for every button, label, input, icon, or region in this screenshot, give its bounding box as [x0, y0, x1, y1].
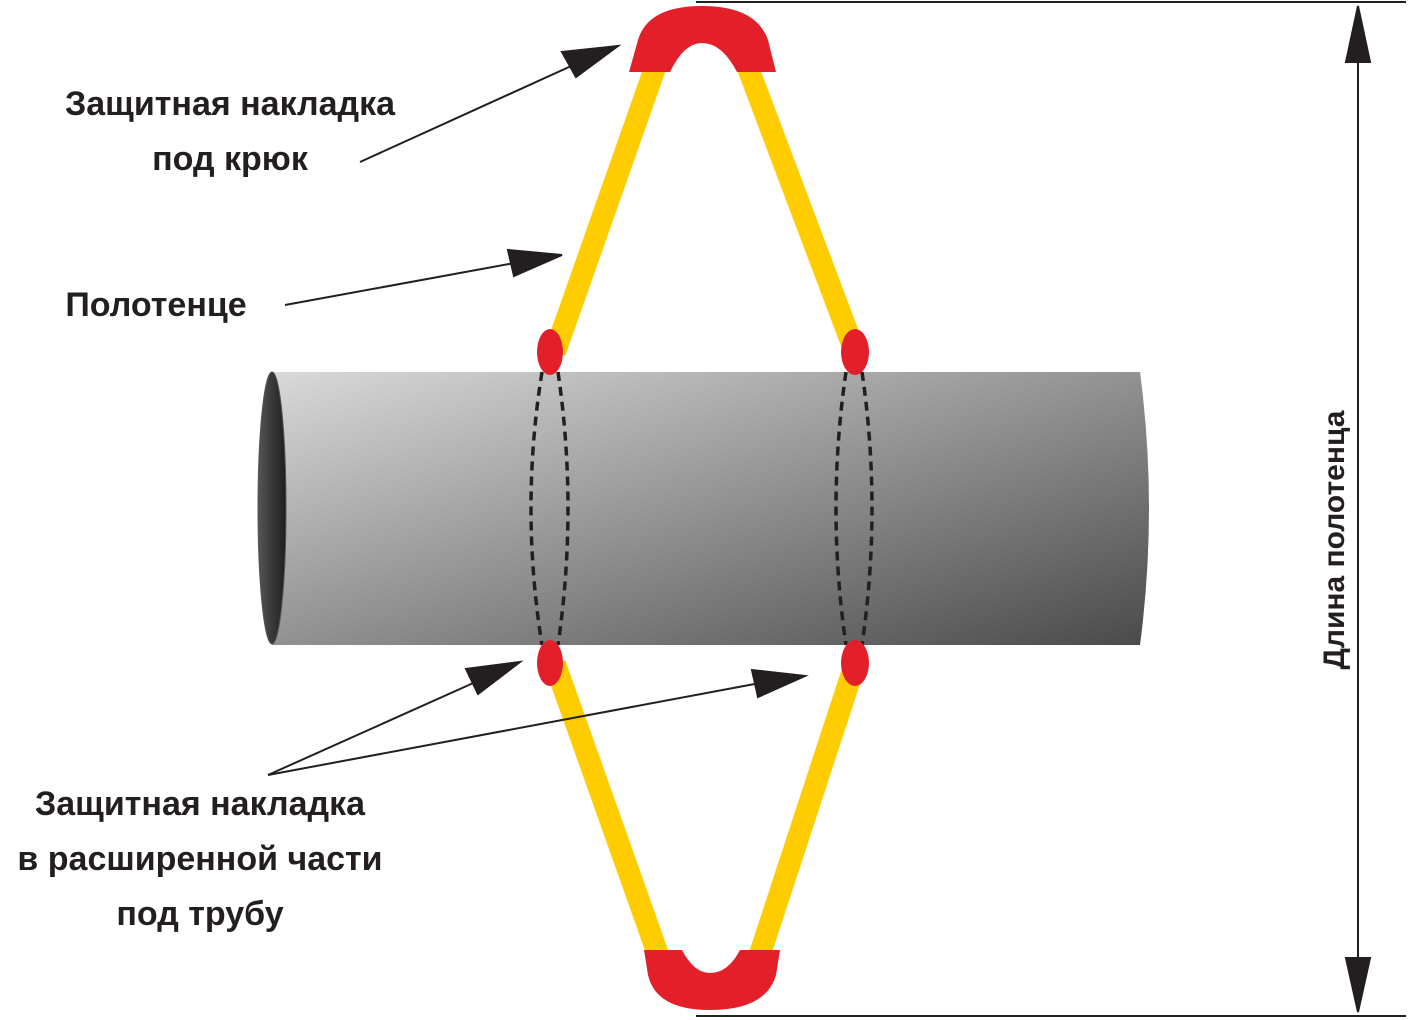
pipe-pad: [537, 329, 563, 375]
arrow-head: [1344, 957, 1372, 1013]
hook-pad-leader: [359, 61, 581, 163]
pipe-pad: [537, 640, 563, 686]
pipe-pad-label-line1: Защитная накладка: [34, 785, 366, 823]
pipe-body: [272, 372, 1149, 645]
pipe-pads: [537, 329, 869, 686]
strap-hidden-part: [529, 371, 874, 646]
pipe-pad-leader: [267, 679, 481, 776]
pipe-pad: [841, 640, 869, 686]
hook-pad-bottom: [644, 950, 780, 1010]
pipe-pad-label: Защитная накладка в расширенной части по…: [0, 777, 400, 942]
hook-pad-label-line1: Защитная накладка: [64, 85, 396, 123]
leaders: [267, 44, 809, 776]
pipe-end: [257, 371, 287, 645]
arrow-head: [506, 248, 563, 278]
towel-length-label: Длина полотенца: [1318, 410, 1351, 670]
arrow-head: [750, 668, 809, 699]
length-dimension: [696, 1, 1406, 1017]
pipe-pad-leader: [267, 682, 761, 776]
towel-label: Полотенце: [65, 286, 247, 324]
hook-pad-label: Защитная накладка под крюк: [30, 77, 430, 187]
pipe-pad-label-line2: в расширенной части: [17, 840, 383, 878]
pipe: [257, 371, 1149, 645]
hook-pad-label-line2: под крюк: [152, 140, 308, 178]
pipe-pad-label-line3: под трубу: [116, 895, 284, 933]
arrow-head: [1344, 5, 1372, 63]
towel-leader: [284, 261, 521, 306]
arrow-head: [560, 44, 622, 79]
hook-pad-top: [629, 6, 776, 72]
towel-strap: [544, 64, 866, 964]
arrow-head: [464, 660, 524, 696]
pipe-pad: [841, 329, 869, 375]
